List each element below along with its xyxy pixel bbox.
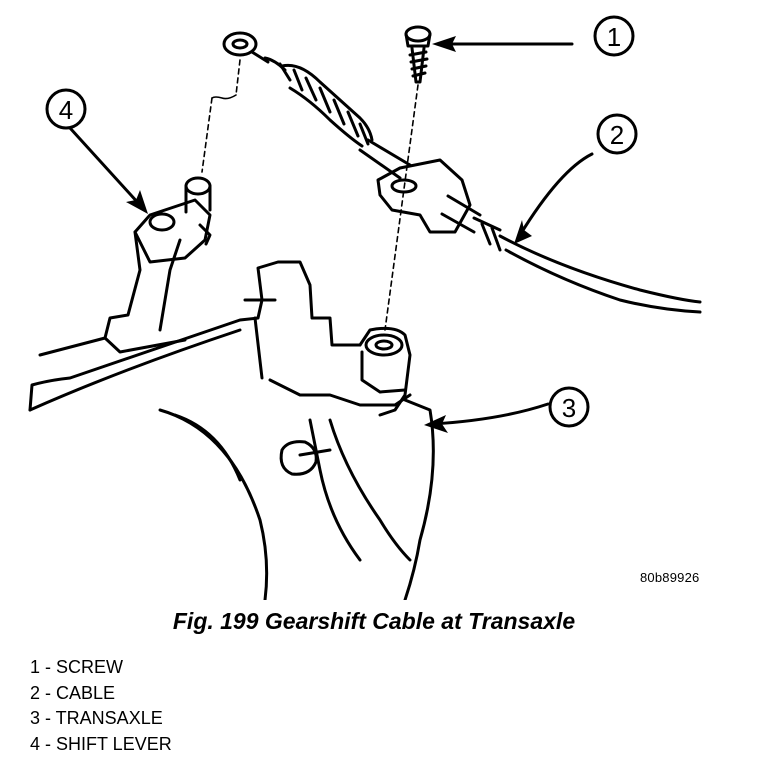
gearshift-cable: [222, 31, 702, 314]
gearshift-cable-diagram: 1 2 3 4: [28, 15, 702, 600]
callout-3-label: 3: [562, 393, 576, 423]
assembly-guide-lines: [201, 59, 419, 331]
figure-reference-code: 80b89926: [640, 570, 700, 585]
legend-item-transaxle: 3 - TRANSAXLE: [30, 708, 163, 728]
screw: [404, 25, 432, 84]
callout-4: 4: [45, 88, 87, 130]
callout-2-label: 2: [610, 120, 624, 150]
callout-2: 2: [596, 113, 638, 155]
callout-1: 1: [593, 15, 635, 57]
legend: 1 - SCREW 2 - CABLE 3 - TRANSAXLE 4 - SH…: [30, 655, 172, 757]
callout-arrows: [68, 42, 594, 426]
legend-item-screw: 1 - SCREW: [30, 657, 124, 677]
callout-4-label: 4: [59, 95, 73, 125]
transaxle-housing: [28, 260, 435, 600]
legend-item-shift-lever: 4 - SHIFT LEVER: [30, 733, 172, 754]
callout-1-label: 1: [607, 22, 621, 52]
legend-item-cable: 2 - CABLE: [30, 682, 116, 703]
shift-lever-bracket: [279, 326, 412, 476]
figure-caption: Fig. 199 Gearshift Cable at Transaxle: [172, 608, 576, 634]
callout-3: 3: [548, 386, 590, 428]
shift-lever: [38, 176, 212, 357]
